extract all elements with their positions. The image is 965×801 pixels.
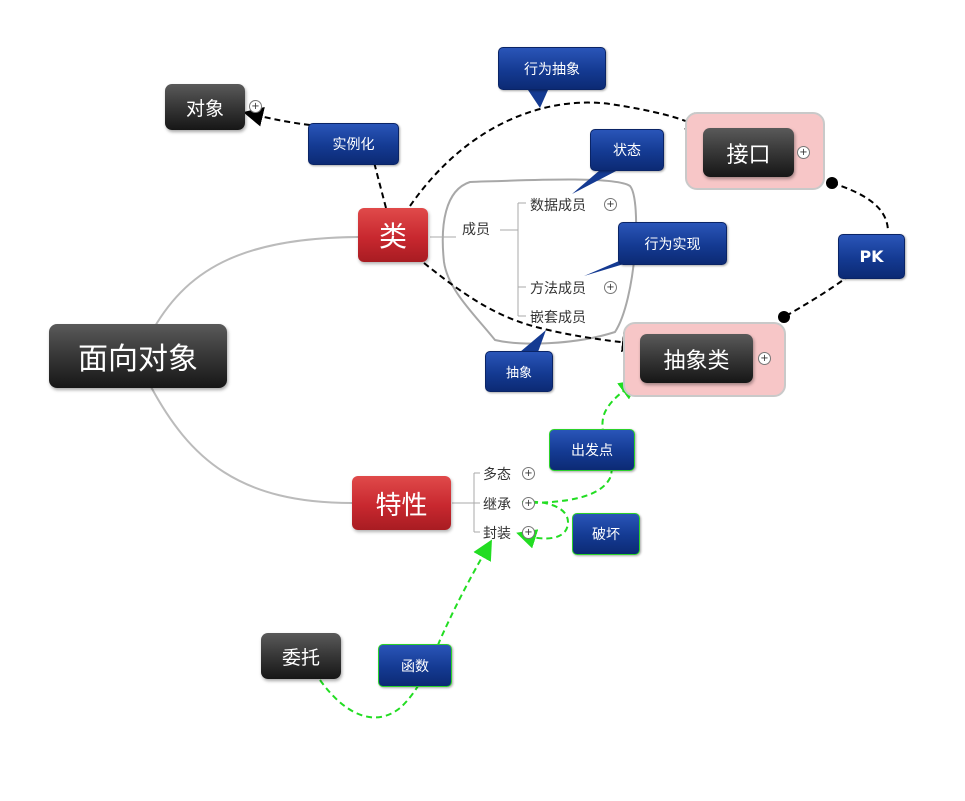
abstract-class-node[interactable]: 抽象类 <box>640 334 753 383</box>
expand-interface-icon[interactable]: + <box>797 146 810 159</box>
expand-encapsulation-icon[interactable]: + <box>522 526 535 539</box>
member-item-method[interactable]: 方法成员 <box>530 281 586 297</box>
note-instantiate[interactable]: 实例化 <box>308 123 399 165</box>
class-to-interface-line <box>409 101 707 207</box>
destroy-line <box>516 500 570 549</box>
expand-method-member-icon[interactable]: + <box>604 281 617 294</box>
expand-inheritance-icon[interactable]: + <box>522 497 535 510</box>
pk-abstract-dot <box>778 311 790 323</box>
object-node[interactable]: 对象 <box>165 84 245 130</box>
members-connector <box>430 202 526 317</box>
feature-item-inheritance[interactable]: 继承 <box>483 497 511 513</box>
pk-interface-line <box>831 182 889 233</box>
delegate-node[interactable]: 委托 <box>261 633 341 679</box>
branch-line-class <box>149 236 359 336</box>
features-connector <box>452 472 480 533</box>
tail-behavior-abstract <box>528 90 548 108</box>
feature-item-polymorphism[interactable]: 多态 <box>483 467 511 483</box>
features-node[interactable]: 特性 <box>352 476 451 530</box>
feature-item-encapsulation[interactable]: 封装 <box>483 526 511 542</box>
class-node[interactable]: 类 <box>358 208 428 262</box>
class-to-abstract-line <box>423 262 642 353</box>
member-item-data[interactable]: 数据成员 <box>530 198 586 214</box>
pk-abstract-line <box>783 274 851 318</box>
expand-abstract-class-icon[interactable]: + <box>758 352 771 365</box>
tail-abstract <box>520 330 546 352</box>
note-starting-point[interactable]: 出发点 <box>549 429 635 471</box>
note-behavior-abstract[interactable]: 行为抽象 <box>498 47 606 90</box>
member-item-nested[interactable]: 嵌套成员 <box>530 310 586 326</box>
members-label[interactable]: 成员 <box>462 222 490 238</box>
branch-line-features <box>149 384 353 504</box>
instantiate-arrow <box>243 106 311 127</box>
note-abstract[interactable]: 抽象 <box>485 351 553 392</box>
note-behavior-impl[interactable]: 行为实现 <box>618 222 727 265</box>
pk-interface-dot <box>826 177 838 189</box>
interface-node[interactable]: 接口 <box>703 128 794 177</box>
note-pk[interactable]: PK <box>838 234 905 279</box>
expand-data-member-icon[interactable]: + <box>604 198 617 211</box>
inherit-to-abstract-line <box>521 379 640 504</box>
members-boundary <box>441 178 638 345</box>
expand-object-icon[interactable]: + <box>249 100 262 113</box>
tail-state <box>572 170 618 194</box>
root-node[interactable]: 面向对象 <box>49 324 227 388</box>
note-function[interactable]: 函数 <box>378 644 452 687</box>
delegate-to-encapsulation-line <box>319 539 492 719</box>
note-state[interactable]: 状态 <box>590 129 664 171</box>
note-destroy[interactable]: 破坏 <box>572 513 640 555</box>
instantiate-line <box>373 161 387 209</box>
expand-polymorphism-icon[interactable]: + <box>522 467 535 480</box>
